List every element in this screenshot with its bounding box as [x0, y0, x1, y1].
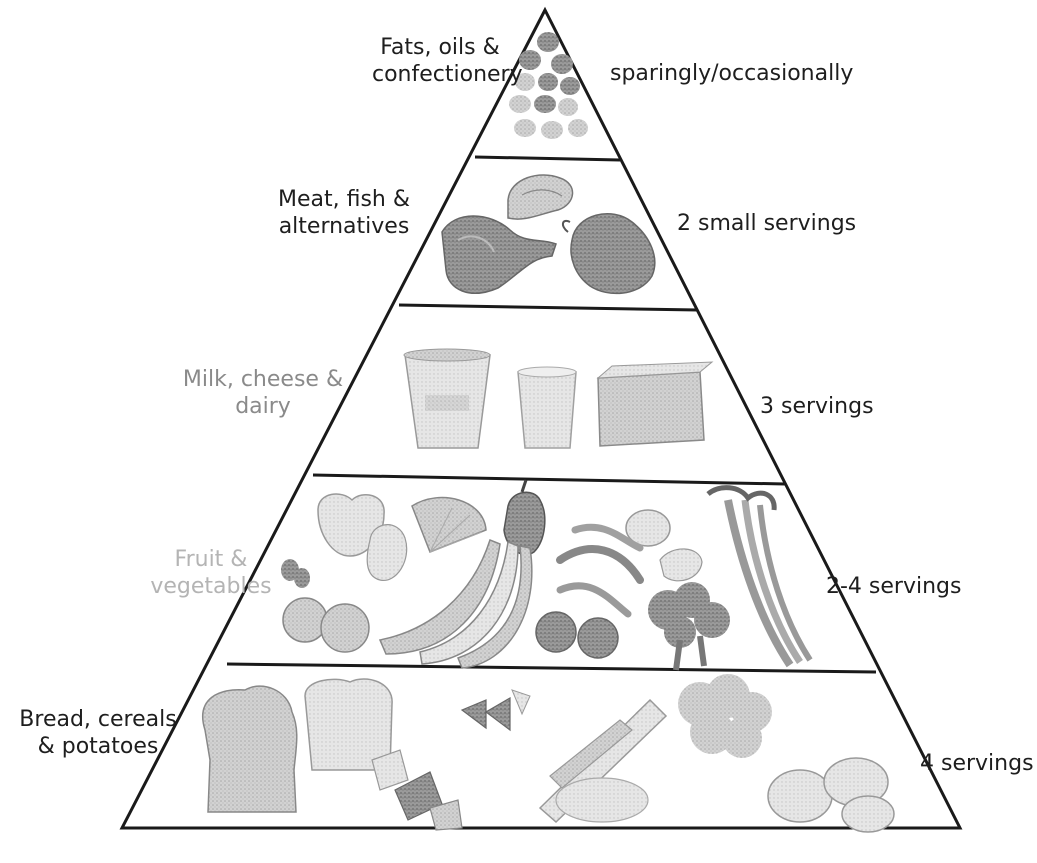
salmon-steak-icon [508, 175, 573, 219]
green-beans-icon [560, 527, 640, 614]
servings-label-meat: 2 small servings [677, 210, 856, 237]
tier-divider [475, 157, 620, 160]
group-label-line: Fruit & [136, 546, 286, 573]
servings-label-dairy: 3 servings [760, 393, 874, 420]
servings-label-fats: sparingly/occasionally [610, 60, 853, 87]
tier-divider [313, 475, 785, 484]
yogurt-pot-icon [404, 349, 490, 448]
group-label-line: Milk, cheese & [168, 366, 358, 393]
group-label-line: dairy [168, 393, 358, 420]
group-label-dairy: Milk, cheese & dairy [168, 366, 358, 420]
milk-glass-icon [518, 367, 576, 448]
group-label-line: confectionery [372, 61, 508, 88]
group-label-line: Bread, cereals [4, 706, 192, 733]
broccoli-icon [648, 582, 730, 670]
group-label-line: & potatoes [4, 733, 192, 760]
group-label-meat: Meat, fish & alternatives [264, 186, 424, 240]
cauliflower-icon [556, 778, 648, 822]
servings-label-bread: 4 servings [920, 750, 1034, 777]
cheese-block-icon [598, 362, 712, 446]
group-label-bread: Bread, cereals & potatoes [4, 706, 192, 760]
potatoes-icon [768, 758, 894, 832]
orange-slice-icon [412, 498, 486, 552]
group-label-line: Fats, oils & [372, 34, 508, 61]
chicken-icon [563, 214, 655, 294]
farfalle-icon [462, 690, 530, 730]
group-label-line: Meat, fish & [264, 186, 424, 213]
crispbread-icon [305, 679, 392, 770]
lettuce-icon [678, 674, 772, 758]
group-label-line: alternatives [264, 213, 424, 240]
group-label-line: vegetables [136, 573, 286, 600]
tier-divider [399, 305, 698, 310]
apple-icon [318, 494, 407, 580]
group-label-fats: Fats, oils & confectionery [372, 34, 508, 88]
servings-label-fruit-veg: 2-4 servings [826, 573, 961, 600]
tier-divider [227, 664, 876, 672]
group-label-fruit-veg: Fruit & vegetables [136, 546, 286, 600]
celery-icon [708, 488, 810, 665]
pasta-icon [372, 750, 462, 830]
bread-slice-icon [203, 686, 297, 812]
lamb-chop-icon [442, 216, 556, 293]
